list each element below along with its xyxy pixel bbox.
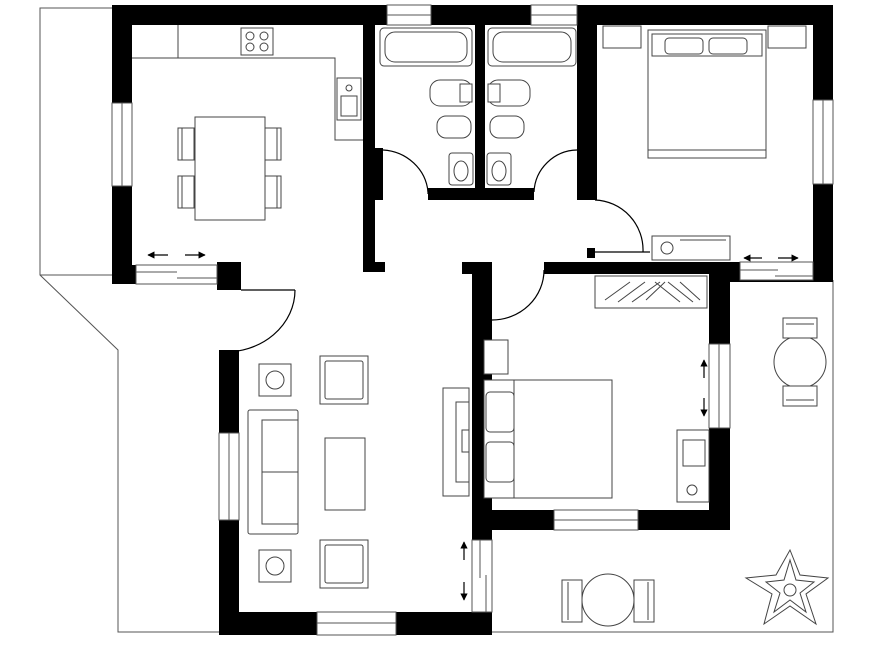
door-swing-icon <box>221 149 650 353</box>
kitchen-furniture <box>132 25 363 221</box>
master-bedroom-furniture <box>602 25 807 261</box>
living-room-furniture <box>247 355 470 589</box>
sliding-door-arrow-icon <box>147 251 799 601</box>
second-bedroom-furniture <box>483 275 710 503</box>
plant-icon <box>744 548 830 626</box>
windows <box>111 4 834 636</box>
stove-icon <box>240 27 274 56</box>
bathroom-fixtures <box>379 27 577 186</box>
walls <box>112 5 833 635</box>
terrace-furniture <box>561 317 827 627</box>
